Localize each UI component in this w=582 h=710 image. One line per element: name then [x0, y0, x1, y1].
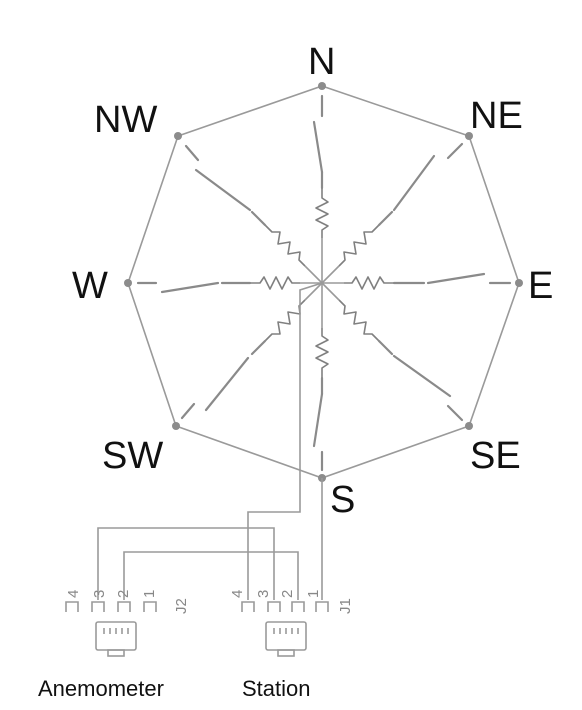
center-wiring — [300, 238, 344, 328]
anemometer-pin-2-label: 2 — [115, 590, 132, 598]
resistor-s — [315, 328, 329, 378]
resistor-n — [315, 188, 329, 238]
anemometer-pin-3-label: 3 — [91, 590, 108, 598]
station-caption: Station — [242, 676, 311, 701]
node-sw — [172, 422, 180, 430]
connector-leads — [97, 282, 323, 600]
anemometer-pin-1-label: 1 — [141, 590, 158, 598]
anemometer-connector: 4 3 2 1 J2 Anemometer — [38, 590, 190, 701]
node-n — [318, 82, 326, 90]
resistor-nw — [264, 224, 306, 267]
label-s: S — [330, 479, 355, 521]
station-pin-3-label: 3 — [255, 590, 272, 598]
node-e — [515, 279, 523, 287]
resistor-e — [344, 276, 394, 290]
reed-switches — [136, 94, 512, 472]
label-se: SE — [470, 435, 521, 477]
resistor-ne — [338, 224, 380, 267]
label-n: N — [308, 41, 335, 83]
node-se — [465, 422, 473, 430]
station-pin-1-label: 1 — [305, 590, 322, 598]
vertex-nodes — [124, 82, 523, 482]
direction-labels: N NE E SE S SW W NW — [72, 41, 553, 521]
node-ne — [465, 132, 473, 140]
label-e: E — [528, 265, 553, 307]
node-nw — [174, 132, 182, 140]
anemometer-pin-4-label: 4 — [65, 590, 82, 598]
station-pin-4-label: 4 — [229, 590, 246, 598]
label-ne: NE — [470, 95, 523, 137]
resistor-sw — [264, 299, 306, 342]
label-nw: NW — [94, 99, 157, 141]
anemometer-caption: Anemometer — [38, 676, 164, 701]
resistor-w — [250, 276, 300, 290]
anemometer-connector-name: J2 — [173, 598, 190, 614]
resistor-se — [338, 299, 380, 342]
label-w: W — [72, 265, 108, 307]
label-sw: SW — [102, 435, 163, 477]
station-connector: 4 3 2 1 J1 Station — [229, 590, 354, 701]
station-connector-name: J1 — [337, 598, 354, 614]
resistors — [250, 188, 394, 378]
station-pin-2-label: 2 — [279, 590, 296, 598]
node-w — [124, 279, 132, 287]
